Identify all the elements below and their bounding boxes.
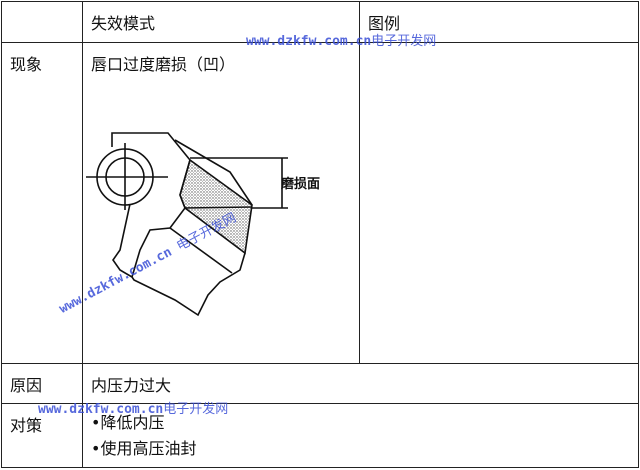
- row-content: •降低内压 •使用高压油封: [82, 403, 639, 468]
- illustration-cell: [359, 42, 639, 364]
- table-row: 现象 唇口过度磨损（凹）: [1, 42, 639, 364]
- table-row: 对策 •降低内压 •使用高压油封: [1, 403, 639, 468]
- watermark-url: www.dzkfw.com.cn: [38, 402, 164, 417]
- watermark-name: 电子开发网: [163, 402, 229, 417]
- countermeasure-item: •使用高压油封: [91, 439, 197, 458]
- watermark-name: 电子开发网: [371, 34, 437, 49]
- countermeasure-item: •降低内压: [91, 413, 165, 432]
- header-empty: [1, 1, 83, 43]
- seal-lip-wear-diagram: 磨损面: [86, 132, 320, 317]
- table-row: 原因 内压力过大: [1, 363, 639, 404]
- row-label: 现象: [1, 42, 83, 364]
- wear-surface-label: 磨损面: [281, 176, 320, 192]
- watermark: www.dzkfw.com.cn电子开发网: [38, 398, 228, 417]
- row-text: 唇口过度磨损（凹）: [91, 55, 236, 74]
- watermark: www.dzkfw.com.cn电子开发网: [246, 30, 436, 49]
- row-label: 对策: [1, 403, 83, 468]
- watermark-url: www.dzkfw.com.cn: [246, 34, 372, 49]
